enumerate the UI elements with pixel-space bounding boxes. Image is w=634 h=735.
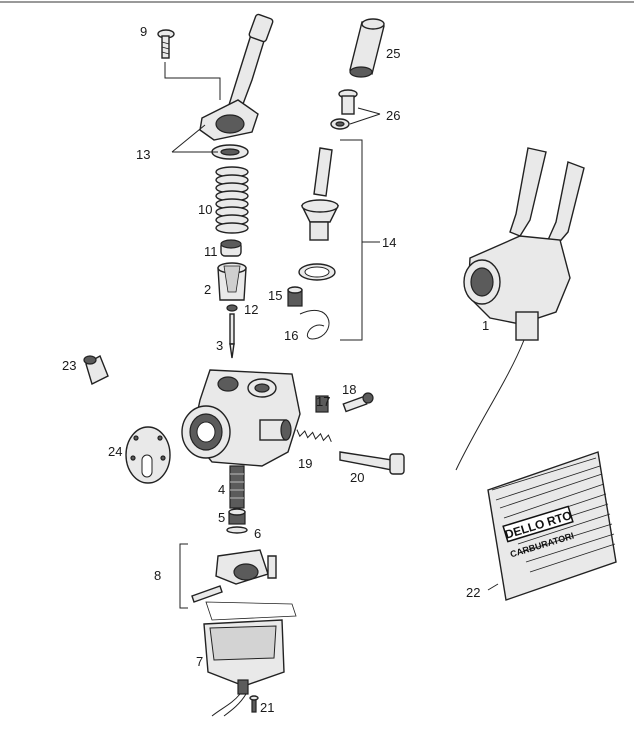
callout-24: 24 xyxy=(108,444,122,459)
part-17-jet xyxy=(315,395,329,413)
callout-7: 7 xyxy=(196,654,203,669)
callout-17: 17 xyxy=(316,394,330,409)
part-21-screw xyxy=(249,695,259,713)
callout-9: 9 xyxy=(140,24,147,39)
part-26-screw-nut xyxy=(330,89,358,130)
part-23-screw xyxy=(83,354,109,385)
part-5-main-jet xyxy=(228,508,246,525)
part-20-idle-screw xyxy=(339,451,405,475)
part-24-gasket xyxy=(125,426,171,484)
callout-13: 13 xyxy=(136,147,150,162)
part-25-cable-adjuster xyxy=(349,18,385,78)
callout-22: 22 xyxy=(466,585,480,600)
part-16-spring-clip xyxy=(299,309,330,340)
part-9-screw xyxy=(157,29,175,59)
callout-5: 5 xyxy=(218,510,225,525)
callout-16: 16 xyxy=(284,328,298,343)
part-10-spring xyxy=(215,166,249,234)
part-19-spring xyxy=(296,429,332,442)
part-1-carburetor-complete xyxy=(455,147,585,471)
callout-20: 20 xyxy=(350,470,364,485)
callout-26: 26 xyxy=(386,108,400,123)
callout-12: 12 xyxy=(244,302,258,317)
part-3-needle xyxy=(229,313,235,359)
part-14-choke-assembly xyxy=(298,147,340,281)
part-12-clip xyxy=(226,304,238,312)
part-4-jet-holder xyxy=(229,465,245,509)
part-6-washer xyxy=(226,526,248,534)
callout-23: 23 xyxy=(62,358,76,373)
callout-15: 15 xyxy=(268,288,282,303)
callout-10: 10 xyxy=(198,202,212,217)
callout-4: 4 xyxy=(218,482,225,497)
part-15-fitting xyxy=(287,286,303,307)
callout-8: 8 xyxy=(154,568,161,583)
callout-14: 14 xyxy=(382,235,396,250)
callout-2: 2 xyxy=(204,282,211,297)
carburetor-body xyxy=(181,369,301,467)
callout-1: 1 xyxy=(482,318,489,333)
callout-19: 19 xyxy=(298,456,312,471)
callout-3: 3 xyxy=(216,338,223,353)
callout-25: 25 xyxy=(386,46,400,61)
part-2-throttle-valve xyxy=(217,262,247,301)
cable-cover-assembly xyxy=(199,13,274,160)
part-18-screw xyxy=(342,392,374,413)
part-11-clip xyxy=(220,239,242,257)
part-22-kit-bag: DELLO RTO CARBURATORI xyxy=(487,451,617,601)
callout-18: 18 xyxy=(342,382,356,397)
part-7-float-bowl xyxy=(203,601,297,717)
callout-11: 11 xyxy=(204,244,218,259)
callout-6: 6 xyxy=(254,526,261,541)
callout-21: 21 xyxy=(260,700,274,715)
part-8-float-group xyxy=(179,543,277,609)
